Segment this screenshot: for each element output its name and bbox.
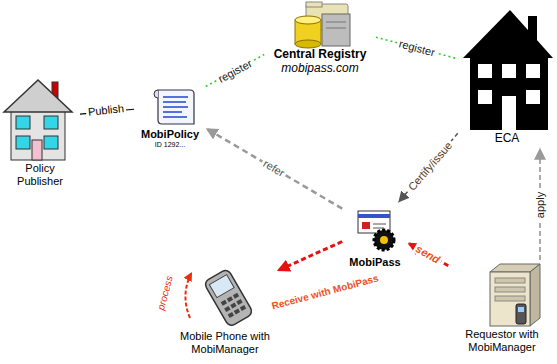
connector: [277, 241, 342, 271]
edge-label: refer: [259, 156, 288, 180]
policy-document-icon: [154, 90, 194, 124]
mobipass-icon: [358, 211, 394, 250]
mobile-phone-icon-part: [221, 300, 227, 306]
eca-house-icon-part: [463, 10, 553, 58]
policy-document-icon-part: [163, 106, 188, 108]
mobipass-icon-part: [358, 211, 390, 233]
node-label: Policy Publisher: [2, 162, 78, 187]
policy-document-icon-part: [163, 116, 187, 118]
mobile-phone-icon-part: [240, 305, 246, 311]
mobipass-icon-part: [358, 214, 390, 218]
eca-house-icon: [463, 10, 553, 130]
mobile-phone-icon-part: [233, 293, 239, 299]
edge-label: Publish: [85, 102, 126, 118]
connector: [398, 133, 457, 202]
connector: [206, 128, 343, 209]
requestor-server-icon-part: [530, 264, 540, 326]
connector: [206, 55, 264, 87]
icon-node: MobiPass: [344, 204, 406, 269]
registry-server-icon-part: [295, 16, 321, 24]
requestor-server-icon-part: [518, 307, 524, 312]
publisher-house-icon-part: [11, 108, 65, 160]
node-label: Central Registry: [266, 48, 374, 62]
edge-label: apply: [534, 190, 546, 220]
node-label: ECA: [459, 132, 555, 146]
mobipass-icon-part: [374, 230, 394, 250]
process-arrow-part: [185, 272, 192, 318]
annotation-label: process: [155, 273, 176, 314]
icon-node: Central Registrymobipass.com: [266, 2, 374, 76]
publisher-house-icon-part: [32, 140, 42, 160]
node-label: ID 1292...: [136, 141, 204, 149]
registry-server-icon-part: [322, 14, 350, 46]
requestor-server-icon-part: [495, 296, 525, 301]
mobile-phone-icon-part: [227, 296, 233, 302]
registry-server-icon-part: [326, 22, 346, 23]
policy-document-icon-part: [158, 90, 194, 124]
eca-house-icon-part: [478, 64, 492, 78]
eca-house-icon-part: [470, 54, 548, 130]
registry-server-icon: [295, 2, 350, 48]
registry-server-icon-part: [295, 40, 321, 48]
mobile-phone-icon-part: [224, 306, 230, 312]
edge-label: Receive with MobiPass: [268, 272, 381, 312]
requestor-server-icon: [490, 264, 540, 326]
icon-node: Requestor with MobiManager: [450, 262, 554, 353]
icon-node: Mobile Phone with MobiManager: [175, 266, 275, 355]
publisher-house-icon: [4, 80, 72, 160]
node-label: mobipass.com: [266, 62, 374, 76]
node-label: MobiPolicy: [136, 128, 204, 141]
edge-label: register: [396, 37, 438, 59]
mobile-phone-icon: [203, 268, 253, 327]
mobile-phone-icon-part: [203, 268, 253, 327]
publisher-house-icon-part: [4, 80, 72, 112]
node-label: Mobile Phone with MobiManager: [175, 330, 275, 355]
icon-node: Policy Publisher: [2, 72, 78, 187]
policy-document-icon-part: [163, 111, 182, 113]
process-arrow: [185, 272, 192, 318]
edge-label: Certify/issue: [404, 138, 455, 195]
requestor-server-icon-part: [495, 278, 525, 283]
edge-label: send: [412, 241, 444, 266]
connector-group: [80, 37, 540, 271]
connector: [376, 37, 457, 58]
requestor-server-icon-part: [490, 272, 530, 326]
policy-document-icon-part: [154, 90, 158, 98]
mobile-phone-icon-part: [234, 308, 240, 314]
icon-node: MobiPolicyID 1292...: [136, 86, 204, 149]
publisher-house-icon-part: [44, 116, 58, 129]
mobile-phone-icon-part: [230, 302, 236, 308]
publisher-house-icon-part: [44, 136, 58, 149]
eca-house-icon-part: [526, 64, 540, 78]
icon-node: ECA: [459, 8, 555, 146]
mobile-phone-icon-part: [236, 299, 242, 305]
eca-house-icon-part: [502, 64, 516, 78]
node-label: MobiPass: [344, 256, 406, 269]
mobile-phone-icon-part: [228, 312, 234, 318]
requestor-server-icon-part: [516, 304, 526, 324]
mobipass-icon-part: [362, 222, 370, 229]
registry-server-icon-part: [326, 28, 346, 29]
eca-house-icon-part: [478, 90, 492, 104]
publisher-house-icon-part: [16, 136, 30, 149]
registry-server-icon-part: [306, 2, 322, 7]
requestor-server-icon-part: [495, 287, 525, 292]
eca-house-icon-part: [502, 96, 516, 130]
mobipass-icon-part: [380, 236, 388, 244]
policy-document-icon-part: [163, 101, 186, 103]
eca-house-icon-part: [526, 90, 540, 104]
mobipass-icon-part: [373, 228, 384, 229]
mobipass-icon-part: [373, 224, 386, 225]
publisher-house-icon-part: [16, 116, 30, 129]
policy-document-icon-part: [163, 96, 188, 98]
node-label: Requestor with MobiManager: [450, 328, 554, 353]
edge-label: register: [214, 56, 256, 86]
mobile-phone-icon-part: [209, 275, 234, 298]
